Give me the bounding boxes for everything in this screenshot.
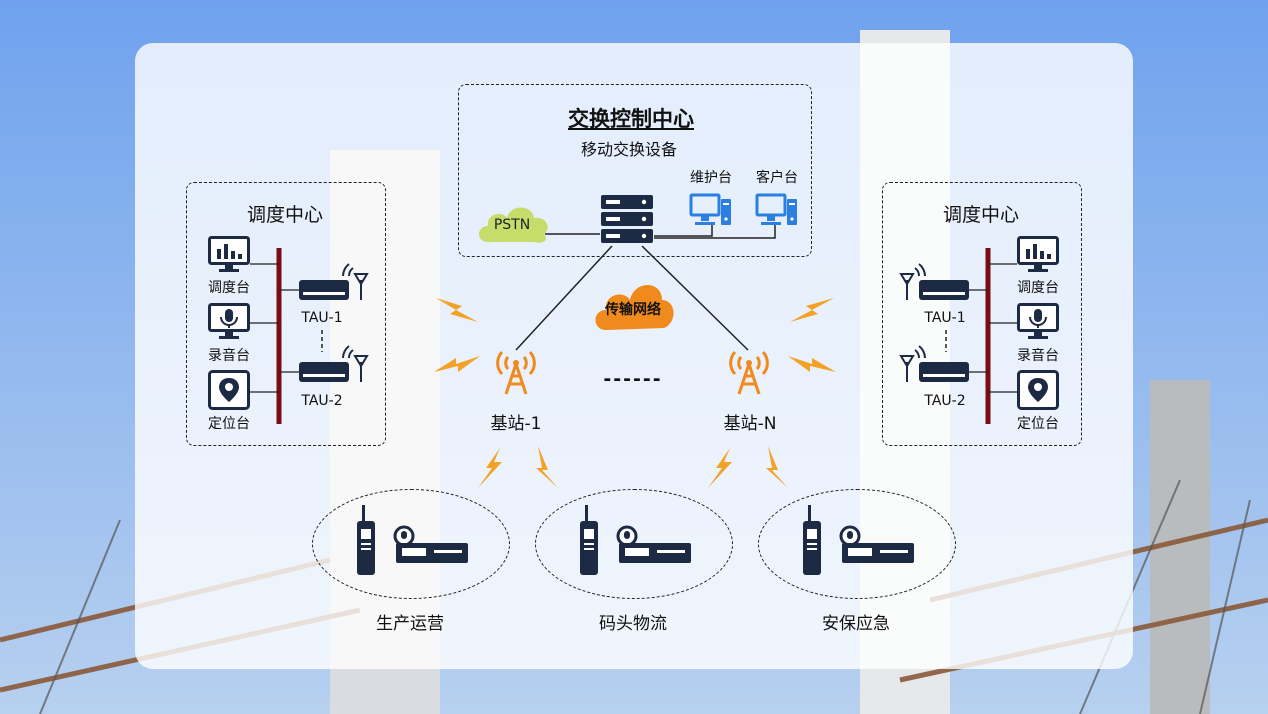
dispatch-console-icon [208,236,250,272]
group-label-logistics: 码头物流 [599,614,667,634]
control-center-subtitle: 移动交换设备 [580,140,678,159]
dispatch-console-label: 调度台 [1017,280,1059,296]
client-pc-icon [755,193,797,225]
client-label: 客户台 [756,170,798,186]
dispatch-console-icon [1017,236,1059,272]
base-station-1-label: 基站-1 [490,414,542,434]
pstn-cloud-icon [479,207,548,243]
recording-console-label: 录音台 [1017,348,1059,364]
maintenance-label: 维护台 [690,170,732,186]
tau-1-device-icon [299,263,369,300]
dispatch-center-left-title: 调度中心 [246,204,324,226]
location-console-label: 定位台 [1017,416,1059,432]
dispatch-center-left-box [186,182,386,446]
tau-2-label: TAU-2 [301,393,343,409]
tau-2-device-icon [299,345,369,382]
terminal-group-ellipse [312,489,510,599]
recording-console-icon [1017,303,1059,339]
recording-console-label: 录音台 [208,348,250,364]
pstn-label: PSTN [493,217,531,233]
tau-2-device-icon [899,345,969,382]
dispatch-console-label: 调度台 [208,280,250,296]
location-console-icon [1017,370,1059,410]
recording-console-icon [208,303,250,339]
control-center-title: 交换控制中心 [568,107,694,131]
tau-1-label: TAU-1 [924,310,966,326]
network-ellipsis: ------ [603,368,663,390]
network-label: 传输网络 [605,302,661,318]
base-station-n-icon [729,350,769,395]
tau-2-label: TAU-2 [924,393,966,409]
group-label-production: 生产运营 [376,614,444,634]
control-center-box [458,84,812,257]
location-console-icon [208,370,250,410]
tau-1-label: TAU-1 [301,310,343,326]
network-cloud-icon [595,285,674,330]
terminal-group-ellipse [535,489,733,599]
location-console-label: 定位台 [208,416,250,432]
server-icon [601,195,653,243]
base-station-1-icon [496,350,536,395]
dispatch-center-right-title: 调度中心 [942,204,1020,226]
maintenance-pc-icon [689,193,731,225]
base-station-n-label: 基站-N [723,414,777,434]
tau-1-device-icon [899,263,969,300]
dispatch-center-right-box [882,182,1082,446]
group-label-security: 安保应急 [822,614,890,634]
terminal-group-ellipse [758,489,956,599]
